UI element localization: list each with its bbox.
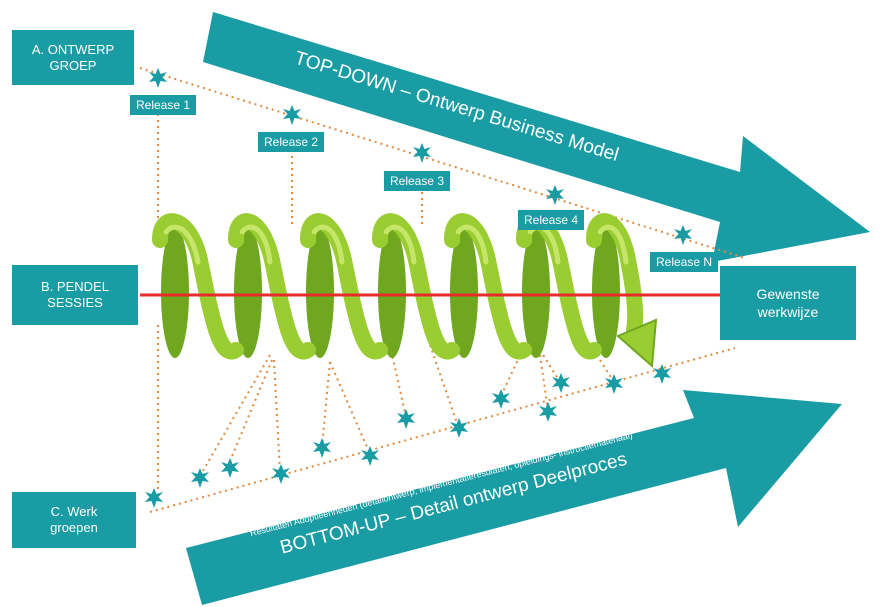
release-label-1: Release 1 [130, 95, 197, 115]
star-icon [450, 418, 468, 438]
star-icon [413, 143, 431, 163]
release-label-3: Release 3 [384, 171, 451, 191]
spring-back [161, 226, 620, 358]
star-icon [397, 409, 415, 429]
target-box: Gewenste werkwijze [720, 266, 856, 340]
star-icon [653, 364, 671, 384]
release-label-n: Release N [650, 252, 719, 272]
top-down-arrow [203, 12, 870, 262]
group-a-label: A. ONTWERP GROEP [31, 41, 115, 73]
star-icon [492, 389, 510, 409]
star-icon [546, 185, 564, 205]
target-label: Gewenste werkwijze [756, 286, 820, 320]
group-c-box: C. Werk groepen [12, 492, 136, 548]
star-icon [674, 225, 692, 245]
star-icon [272, 464, 290, 484]
top-down-arrow-label: TOP-DOWN – Ontwerp Business Model [292, 48, 621, 166]
star-icon [539, 402, 557, 422]
star-icon [313, 438, 331, 458]
star-icon [221, 458, 239, 478]
star-icon [552, 373, 570, 393]
spring-arrowhead [616, 318, 658, 369]
group-c-label: C. Werk groepen [50, 504, 98, 535]
group-b-box: B. PENDEL SESSIES [12, 265, 138, 325]
group-a-box: A. ONTWERP GROEP [12, 30, 134, 85]
spring-highlight [163, 224, 629, 265]
star-icon [145, 488, 163, 508]
release-label-2: Release 2 [258, 132, 325, 152]
release-label-4: Release 4 [518, 210, 585, 230]
bottom-up-arrow [186, 390, 842, 605]
star-icon [191, 468, 209, 488]
group-b-label: B. PENDEL SESSIES [41, 279, 109, 310]
star-icon [283, 105, 301, 125]
